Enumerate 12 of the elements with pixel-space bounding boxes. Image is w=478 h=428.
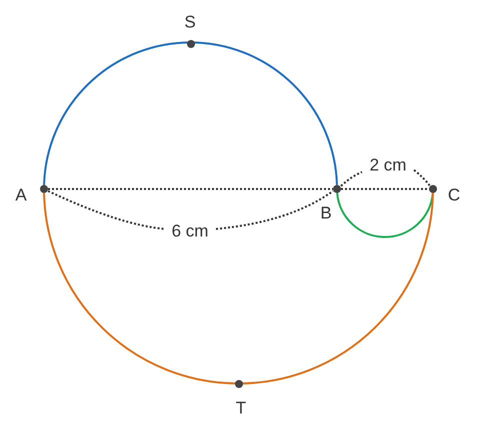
point-label: A	[15, 186, 27, 204]
point-label: T	[236, 400, 246, 416]
arc	[43, 192, 434, 384]
dimension-label: 6 cm	[170, 222, 210, 240]
point-label: S	[184, 14, 196, 30]
point-label: B	[320, 204, 332, 222]
arc	[43, 42, 338, 186]
dimension-label: 2 cm	[368, 156, 408, 174]
dotted-line	[48, 188, 333, 190]
point-label: C	[448, 186, 460, 204]
arc	[336, 192, 434, 238]
dotted-line	[341, 188, 429, 190]
